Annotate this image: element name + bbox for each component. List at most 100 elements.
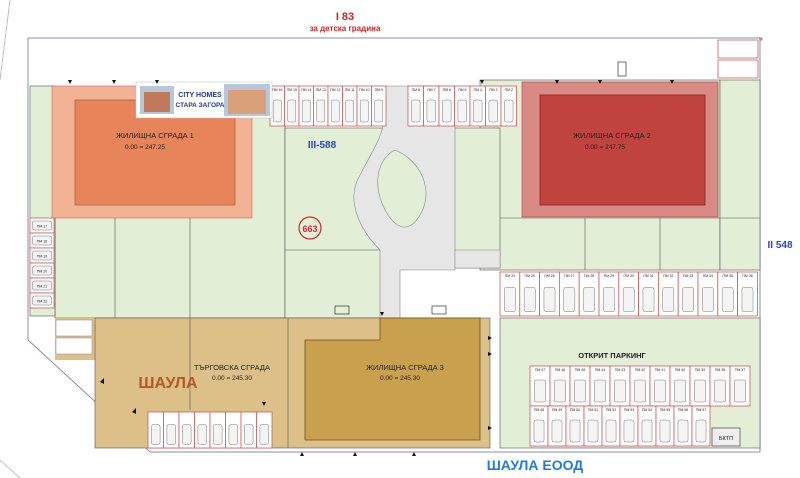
parking-space-label: ПМ 30 — [624, 274, 634, 278]
car-icon — [583, 287, 595, 312]
parking-space-label: ПМ 9 — [375, 88, 383, 92]
car-icon — [642, 287, 655, 312]
city-homes-logo: CITY HOMES СТАРА ЗАГОРА — [135, 81, 273, 119]
car-icon — [442, 99, 452, 123]
transformer-label: БКТП — [719, 436, 733, 442]
logo-line-2: СТАРА ЗАГОРА — [176, 102, 225, 109]
parking-space-label: ПМ 24 — [505, 274, 515, 278]
car-icon — [634, 379, 646, 403]
car-icon — [641, 419, 653, 443]
car-icon — [426, 99, 436, 123]
car-icon — [32, 220, 52, 231]
car-icon — [473, 99, 483, 123]
parking-space-label: ПМ 34 — [703, 274, 713, 278]
car-icon — [721, 287, 734, 312]
parking-space-label: ПМ 33 — [683, 274, 693, 278]
car-icon — [228, 424, 238, 445]
parking-space-label: ПМ 44 — [595, 368, 605, 372]
car-icon — [614, 379, 626, 403]
car-icon — [551, 419, 563, 443]
parking-space-label: ПМ 56 — [678, 408, 688, 412]
parking-left-lower — [55, 319, 93, 355]
parking-space-label: ПМ 3 — [489, 88, 497, 92]
company-name: ШАУЛА ЕООД — [487, 457, 584, 473]
car-icon — [594, 379, 606, 403]
parking-space-label: ПМ 18 — [37, 240, 47, 244]
car-icon — [32, 235, 52, 246]
parking-space-label: ПМ 16 — [272, 88, 282, 92]
car-icon — [345, 99, 355, 123]
car-icon — [714, 379, 726, 403]
parking-space-label: ПМ 21 — [37, 285, 47, 289]
parking-space-label: ПМ 54 — [642, 408, 652, 412]
car-icon — [32, 250, 52, 261]
parking-space-label: ПМ 13 — [316, 88, 326, 92]
plot-right-label: II 548 — [767, 240, 792, 251]
car-icon — [533, 419, 545, 443]
parking-space-label: ПМ 50 — [570, 408, 580, 412]
parking-space-label: ПМ 53 — [624, 408, 634, 412]
parking-space-label: ПМ 11 — [345, 88, 355, 92]
car-icon — [259, 424, 269, 445]
parking-space-label: ПМ 57 — [696, 408, 706, 412]
car-icon — [197, 424, 207, 445]
building-1-name: ЖИЛИЩНА СГРАДА 1 — [116, 131, 194, 140]
open-parking-label: ОТКРИТ ПАРКИНГ — [578, 351, 646, 360]
parking-space-label: ПМ 25 — [525, 274, 535, 278]
parking-space-label: ПМ 22 — [37, 300, 47, 304]
car-icon — [504, 99, 514, 123]
car-icon — [563, 287, 576, 312]
car-icon — [702, 287, 714, 312]
car-icon — [287, 99, 297, 123]
parking-space-label: ПМ 32 — [663, 274, 673, 278]
plot-top-sublabel: за детска градина — [310, 24, 381, 33]
car-icon — [534, 379, 546, 403]
parking-space-label: ПМ 29 — [604, 274, 614, 278]
parking-space-label: ПМ 45 — [575, 368, 585, 372]
stairs-icons — [334, 61, 627, 315]
parking-space-label: ПМ 55 — [660, 408, 670, 412]
commercial-building-name: ТЪРГОВСКА СГРАДА — [194, 363, 270, 372]
parking-space-label: ПМ 37 — [735, 368, 745, 372]
parking-space-label: ПМ 28 — [584, 274, 594, 278]
parking-space-label: ПМ 15 — [287, 88, 297, 92]
parking-space-label: ПМ 5 — [458, 88, 466, 92]
car-icon — [622, 287, 635, 312]
car-icon — [605, 419, 617, 443]
parking-space-label: ПМ 8 — [412, 88, 420, 92]
car-icon — [244, 424, 254, 445]
parking-space-label: ПМ 46 — [555, 368, 565, 372]
car-icon — [32, 280, 52, 291]
car-icon — [695, 419, 707, 443]
car-icon — [623, 419, 635, 443]
car-icon — [213, 424, 223, 445]
parking-space-label: ПМ 47 — [535, 368, 545, 372]
car-icon — [504, 287, 516, 312]
transformer-station: БКТП — [711, 427, 741, 447]
parking-space-label: ПМ 42 — [635, 368, 645, 372]
parking-space-label: ПМ 14 — [301, 88, 311, 92]
car-icon — [603, 287, 615, 312]
parking-space-label: ПМ 12 — [330, 88, 340, 92]
parcel-number: 663 — [302, 224, 317, 234]
driveway — [353, 85, 501, 319]
access-arrows — [68, 80, 674, 456]
parking-space-label: ПМ 51 — [588, 408, 598, 412]
building-2-name: ЖИЛИЩНА СГРАДА 2 — [573, 131, 651, 140]
car-icon — [674, 379, 686, 403]
car-icon — [411, 99, 421, 123]
building-2: ЖИЛИЩНА СГРАДА 2 0.00 = 247.75 — [521, 81, 719, 218]
car-icon — [682, 287, 694, 312]
car-icon — [734, 379, 746, 403]
car-icon — [359, 99, 369, 123]
car-icon — [272, 99, 282, 123]
car-icon — [488, 99, 498, 123]
parking-space-label: ПМ 27 — [564, 274, 574, 278]
car-icon — [523, 287, 536, 312]
building-1-level: 0.00 = 247.25 — [125, 144, 165, 151]
building-3-base: ЖИЛИЩНА СГРАДА 3 0.00 = 245.30 ТЪРГОВСКА… — [55, 317, 491, 449]
